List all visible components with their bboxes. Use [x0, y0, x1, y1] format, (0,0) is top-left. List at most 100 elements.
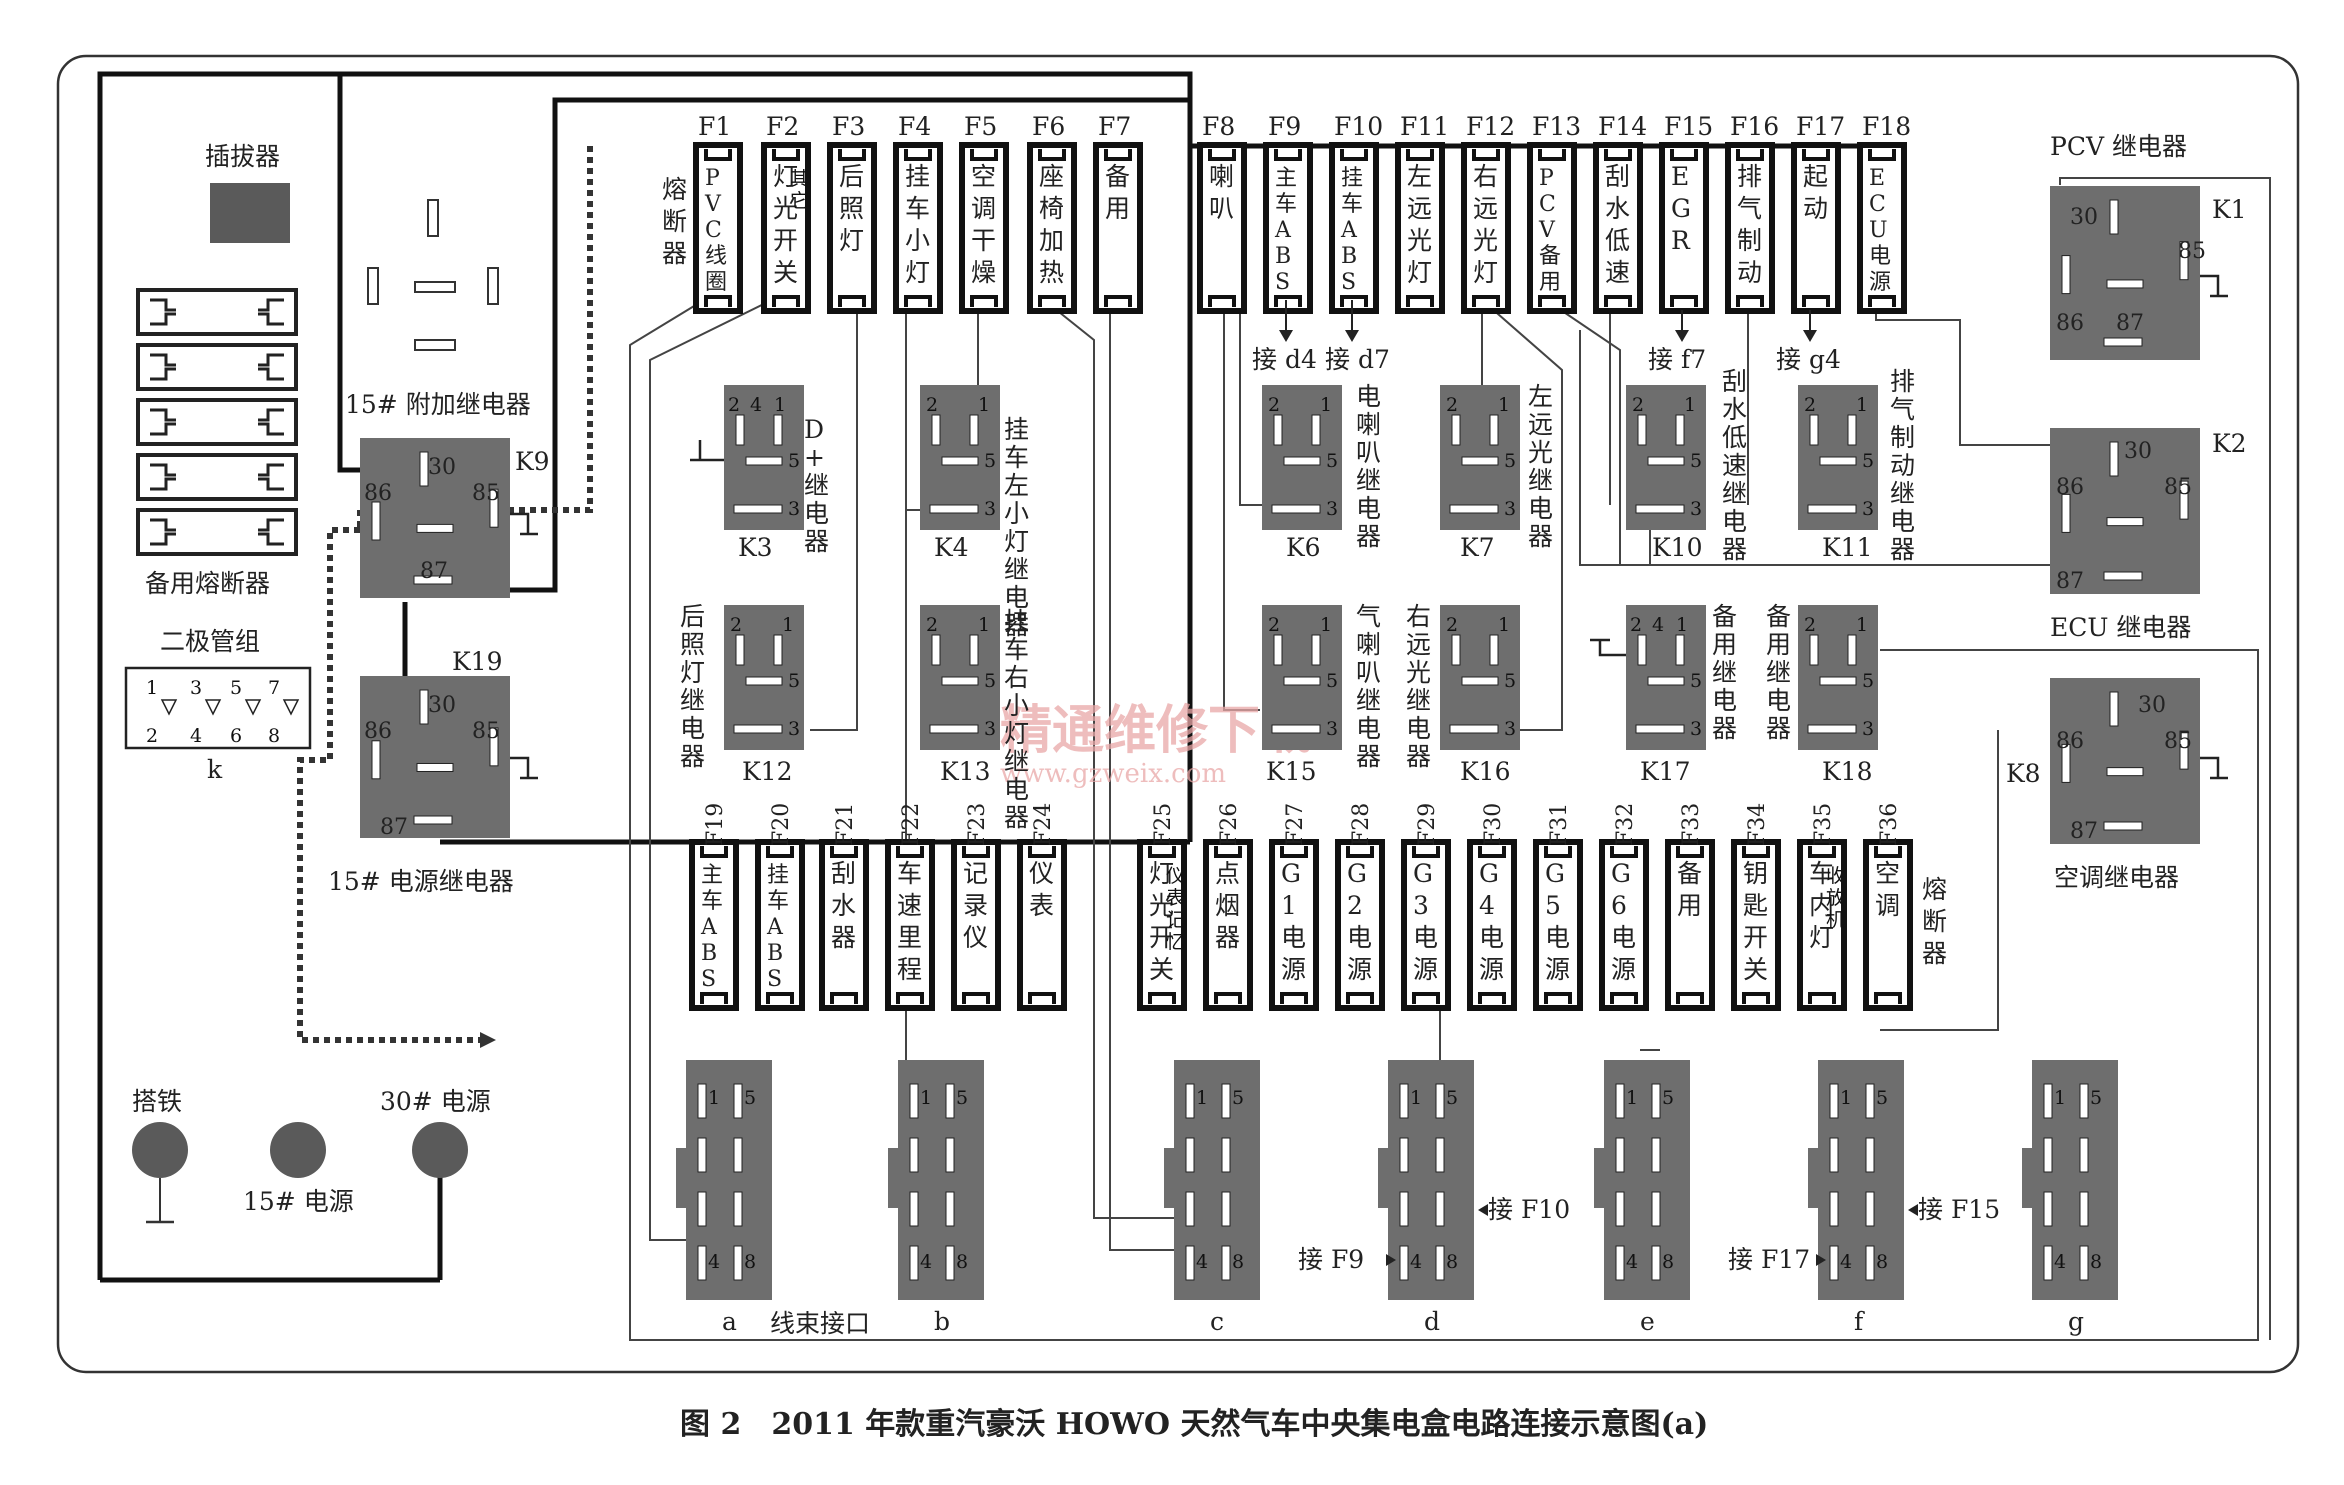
fuse-name-char: 起	[1803, 162, 1828, 191]
fuse-clip	[1472, 149, 1500, 307]
link-d7: 接 d7	[1325, 345, 1390, 374]
mini-pin: 5	[984, 670, 996, 692]
fuse-name-char: 远	[1473, 194, 1498, 223]
fuse-body	[1731, 839, 1781, 1011]
fuse-id: F12	[1466, 112, 1515, 141]
mini-relay-id: K18	[1822, 757, 1873, 786]
connector-pin	[1435, 1191, 1445, 1227]
fuse-body	[1599, 839, 1649, 1011]
relay-pin	[2109, 691, 2119, 727]
mini-pin: 1	[1320, 394, 1332, 416]
fuse-box-bottom-char: 熔	[1922, 875, 1947, 904]
connector-pin	[697, 1245, 707, 1281]
relay-pin	[416, 762, 454, 772]
mini-relay-label-k17-char: 备	[1712, 602, 1737, 631]
mini-relay-label-k15-char: 器	[1356, 742, 1381, 771]
fuse-id: F3	[832, 112, 865, 141]
fuse-name-char: U	[1869, 218, 1888, 243]
diode-pin-bottom: 4	[190, 725, 202, 747]
fuse-id: F17	[1796, 112, 1845, 141]
connector-pin	[2043, 1191, 2053, 1227]
fuse-name-char: 光	[773, 194, 798, 223]
fuse-name-char: 用	[1677, 891, 1702, 920]
relay-pin	[489, 727, 499, 767]
relay-pin	[371, 740, 381, 780]
mini-pin-bar	[1809, 634, 1819, 666]
mini-pin-bar	[1635, 504, 1685, 514]
mini-pin-bar	[773, 634, 783, 666]
fuse-id: F15	[1664, 112, 1713, 141]
mini-pin-bar	[929, 724, 979, 734]
mini-pin-bar	[1819, 676, 1857, 686]
fuse-body	[1329, 142, 1379, 314]
spare-fuse-clip	[150, 463, 176, 491]
spare-fuse	[136, 398, 298, 446]
fuse-body	[1857, 142, 1907, 314]
fuse-sub-char: 表	[1166, 887, 1185, 909]
fuse-name-char: V	[704, 192, 722, 217]
fuse-body	[689, 839, 739, 1011]
mini-pin-bar	[733, 504, 783, 514]
ground-symbol	[2200, 274, 2228, 298]
fuse-name-char: 椅	[1039, 194, 1064, 223]
relay-id-k1: K1	[2212, 195, 2247, 224]
fuse-box-top-char: 断	[662, 207, 687, 236]
mini-relay-id: K17	[1640, 757, 1691, 786]
mini-pin: 2	[1804, 614, 1816, 636]
mini-pin-bar	[1635, 724, 1685, 734]
fuse-body	[1203, 839, 1253, 1011]
mini-relay-id: K10	[1652, 533, 1703, 562]
mini-pin: 2	[926, 394, 938, 416]
fuse-name-char: A	[1340, 218, 1358, 243]
connector-pin-label: 4	[1196, 1251, 1208, 1273]
fuse-name-char: B	[767, 941, 783, 966]
fuse-name-char: 座	[1039, 162, 1064, 191]
fuse-name-char: G	[1347, 859, 1367, 888]
fuse-id: F2	[766, 112, 799, 141]
mini-pin: 5	[1504, 670, 1516, 692]
mini-pin-bar	[1271, 504, 1321, 514]
mini-pin-bar	[1809, 414, 1819, 446]
fuse-body	[1017, 839, 1067, 1011]
fuse-clip	[1544, 846, 1572, 1004]
connector-pin	[945, 1083, 955, 1119]
fuse-name-char: 里	[897, 923, 922, 952]
fuse-sub-char: 仪	[1166, 865, 1185, 887]
mini-relay-label-k13-char: 小	[1004, 691, 1029, 720]
mini-pin-bar	[1461, 676, 1499, 686]
relay-pin-label: 87	[380, 815, 408, 840]
diode-icon	[160, 699, 178, 716]
ground-terminal	[132, 1122, 188, 1178]
chabaqi-label: 插拔器	[205, 142, 280, 171]
fuse-body	[1027, 142, 1077, 314]
relay-pin	[2061, 255, 2071, 295]
mini-pin-bar	[931, 634, 941, 666]
fuse-name-char: 干	[971, 226, 996, 255]
fuse-body	[1269, 839, 1319, 1011]
connector-link-arrow	[1908, 1204, 1918, 1216]
fuse-name-char: 2	[1347, 891, 1363, 920]
connector-tab	[1808, 1148, 1820, 1208]
diode-pin-top: 3	[190, 677, 202, 699]
fuse-id: F11	[1400, 112, 1449, 141]
relay-id-k2: K2	[2212, 429, 2247, 458]
connector-pin	[1185, 1245, 1195, 1281]
mini-relay-label-k12-char: 灯	[680, 658, 705, 687]
fuse-name-char: 匙	[1743, 891, 1768, 920]
relay-pin	[2106, 767, 2144, 777]
spare-fuse-clip	[258, 298, 284, 326]
fuse-name-char: V	[1538, 218, 1556, 243]
mini-pin-bar	[1819, 456, 1857, 466]
fuse-body	[693, 142, 743, 314]
mini-pin-bar	[1273, 414, 1283, 446]
fuse-name-char: 喇	[1209, 162, 1234, 191]
